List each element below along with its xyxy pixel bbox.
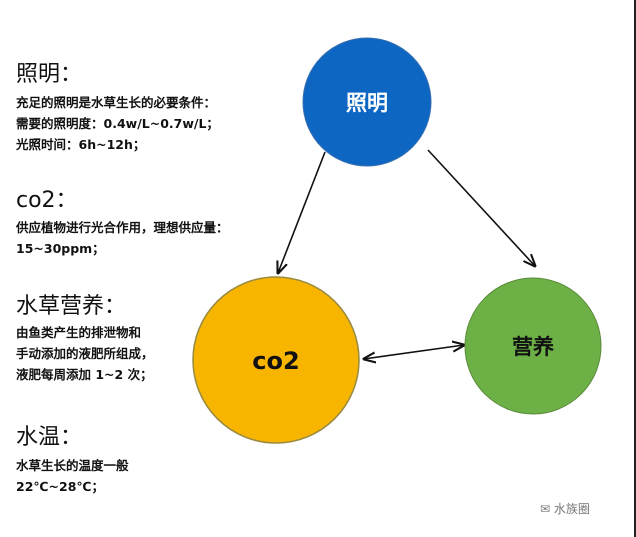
text-line: 手动添加的液肥所组成，: [16, 346, 154, 361]
watermark-text: 水族圈: [553, 502, 590, 516]
image-edge: [634, 0, 636, 537]
node-nutrition-circle: [464, 277, 602, 415]
nutrition-text: 由鱼类产生的排泄物和 手动添加的液肥所组成， 液肥每周添加 1~2 次；: [16, 322, 154, 385]
text-line: 充足的照明是水草生长的必要条件：: [16, 95, 217, 110]
node-lighting-circle: [302, 37, 432, 167]
text-line: 供应植物进行光合作用，理想供应量：: [16, 220, 229, 235]
text-line: 22℃~28℃；: [16, 479, 105, 494]
lighting-text: 充足的照明是水草生长的必要条件： 需要的照明度：0.4w/L~0.7w/L； 光…: [16, 92, 219, 155]
text-line: 水草生长的温度一般: [16, 458, 129, 473]
arrow-lighting-to-co2: [278, 151, 326, 273]
node-lighting-label: 照明: [346, 91, 388, 115]
watermark-icon: ✉: [540, 502, 554, 516]
node-nutrition-label: 营养: [512, 335, 554, 359]
arrow-co2-nutrition: [364, 345, 464, 359]
node-co2-label: co2: [252, 347, 299, 375]
heading-temperature: 水温：: [16, 425, 83, 450]
text-line: 15~30ppm；: [16, 241, 105, 256]
text-line: 需要的照明度：0.4w/L~0.7w/L；: [16, 116, 219, 131]
arrow-lighting-to-nutrition: [427, 149, 535, 266]
node-co2-circle: [192, 276, 360, 444]
heading-nutrition: 水草营养：: [16, 294, 127, 319]
text-line: 液肥每周添加 1~2 次；: [16, 367, 153, 382]
text-line: 光照时间：6h~12h；: [16, 137, 146, 152]
watermark: ✉ 水族圈: [540, 500, 590, 517]
temperature-text: 水草生长的温度一般 22℃~28℃；: [16, 455, 129, 497]
co2-text: 供应植物进行光合作用，理想供应量： 15~30ppm；: [16, 217, 229, 259]
text-line: 由鱼类产生的排泄物和: [16, 325, 142, 340]
heading-lighting: 照明：: [16, 62, 83, 87]
heading-co2: co2：: [16, 188, 78, 213]
